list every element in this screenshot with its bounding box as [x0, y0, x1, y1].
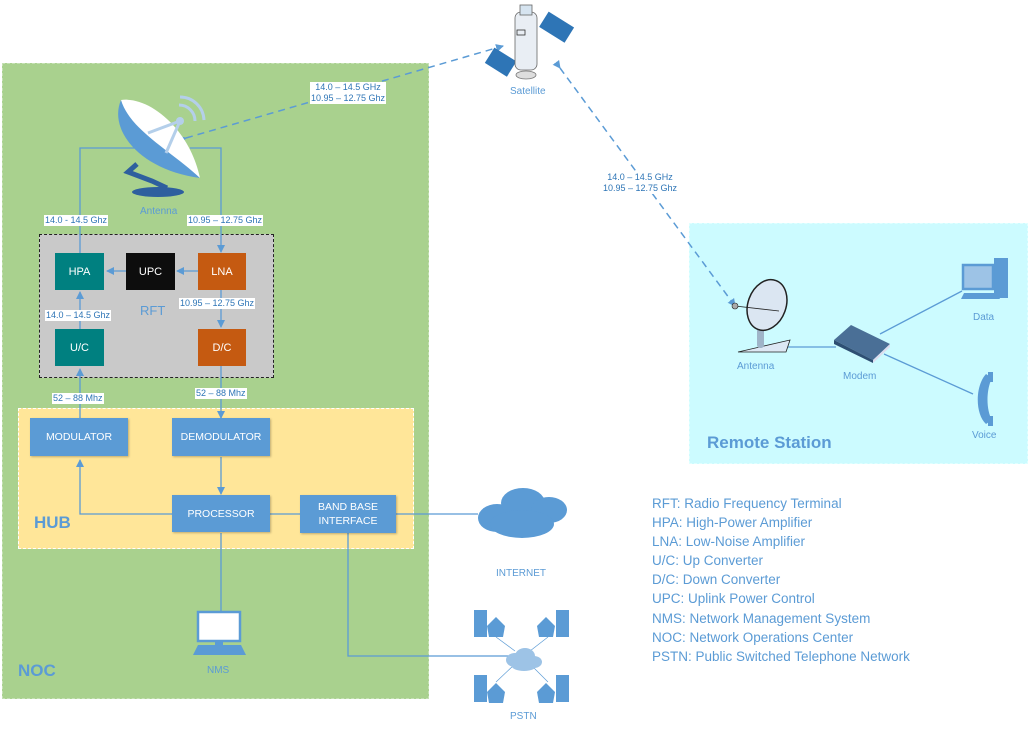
- freq-line: 14.0 – 14.5 GHz: [315, 82, 381, 92]
- baseband-line1: BAND BASE: [317, 501, 379, 513]
- remote-antenna-label: Antenna: [737, 361, 775, 372]
- demodulator-block[interactable]: DEMODULATOR: [172, 418, 270, 456]
- freq-dc-demod: 52 – 88 Mhz: [195, 388, 247, 399]
- legend-item: U/C: Up Converter: [652, 553, 764, 569]
- hub-label: HUB: [34, 513, 71, 532]
- upc-block[interactable]: UPC: [126, 253, 175, 290]
- freq-uc-hpa: 14.0 – 14.5 Ghz: [45, 310, 112, 321]
- line-modem-voice: [883, 353, 974, 395]
- freq-mod-uc: 52 – 88 Mhz: [52, 393, 104, 404]
- freq-hpa-antenna: 14.0 - 14.5 Ghz: [44, 215, 109, 226]
- legend: RFT: Radio Frequency Terminal HPA: High-…: [652, 494, 910, 666]
- legend-item: PSTN: Public Switched Telephone Network: [652, 648, 910, 664]
- satellite-label: Satellite: [510, 86, 546, 97]
- freq-antenna-lna: 10.95 – 12.75 Ghz: [187, 215, 264, 226]
- modem-label: Modem: [843, 371, 877, 382]
- hub-antenna-label: Antenna: [140, 206, 178, 217]
- noc-region: [2, 63, 429, 699]
- line-bbi-pstn: [347, 533, 512, 657]
- voice-label: Voice: [972, 430, 997, 441]
- pstn-spokes: [495, 636, 549, 683]
- baseband-interface-block[interactable]: BAND BASE INTERFACE: [300, 495, 396, 533]
- processor-block[interactable]: PROCESSOR: [172, 495, 270, 532]
- remote-station-label: Remote Station: [707, 433, 832, 452]
- legend-item: RFT: Radio Frequency Terminal: [652, 496, 842, 511]
- freq-lna-dc: 10.95 – 12.75 Ghz: [179, 298, 256, 309]
- nms-label: NMS: [207, 665, 230, 676]
- modulator-block[interactable]: MODULATOR: [30, 418, 128, 456]
- internet-label: INTERNET: [496, 568, 546, 579]
- noc-label: NOC: [18, 661, 56, 680]
- rft-label: RFT: [140, 303, 166, 318]
- line-proc-mod: [76, 459, 173, 515]
- line-modem-data: [879, 290, 963, 335]
- freq-line: 14.0 – 14.5 GHz: [607, 172, 673, 182]
- dc-block[interactable]: D/C: [198, 329, 246, 366]
- legend-item: HPA: High-Power Amplifier: [652, 515, 813, 531]
- legend-item: LNA: Low-Noise Amplifier: [652, 534, 806, 550]
- freq-line: 10.95 – 12.75 Ghz: [311, 93, 386, 103]
- legend-item: NMS: Network Management System: [652, 610, 871, 626]
- pstn-label: PSTN: [510, 711, 537, 722]
- freq-remote-satellite: 14.0 – 14.5 GHz 10.95 – 12.75 Ghz: [602, 172, 679, 194]
- freq-hub-satellite: 14.0 – 14.5 GHz 10.95 – 12.75 Ghz: [310, 82, 387, 104]
- legend-item: NOC: Network Operations Center: [652, 629, 854, 645]
- legend-item: UPC: Uplink Power Control: [652, 591, 815, 607]
- legend-item: D/C: Down Converter: [652, 572, 781, 588]
- hpa-block[interactable]: HPA: [55, 253, 104, 290]
- baseband-line2: INTERFACE: [318, 515, 378, 527]
- data-label: Data: [973, 312, 995, 323]
- freq-line: 10.95 – 12.75 Ghz: [603, 183, 678, 193]
- lna-block[interactable]: LNA: [198, 253, 246, 290]
- uc-block[interactable]: U/C: [55, 329, 104, 366]
